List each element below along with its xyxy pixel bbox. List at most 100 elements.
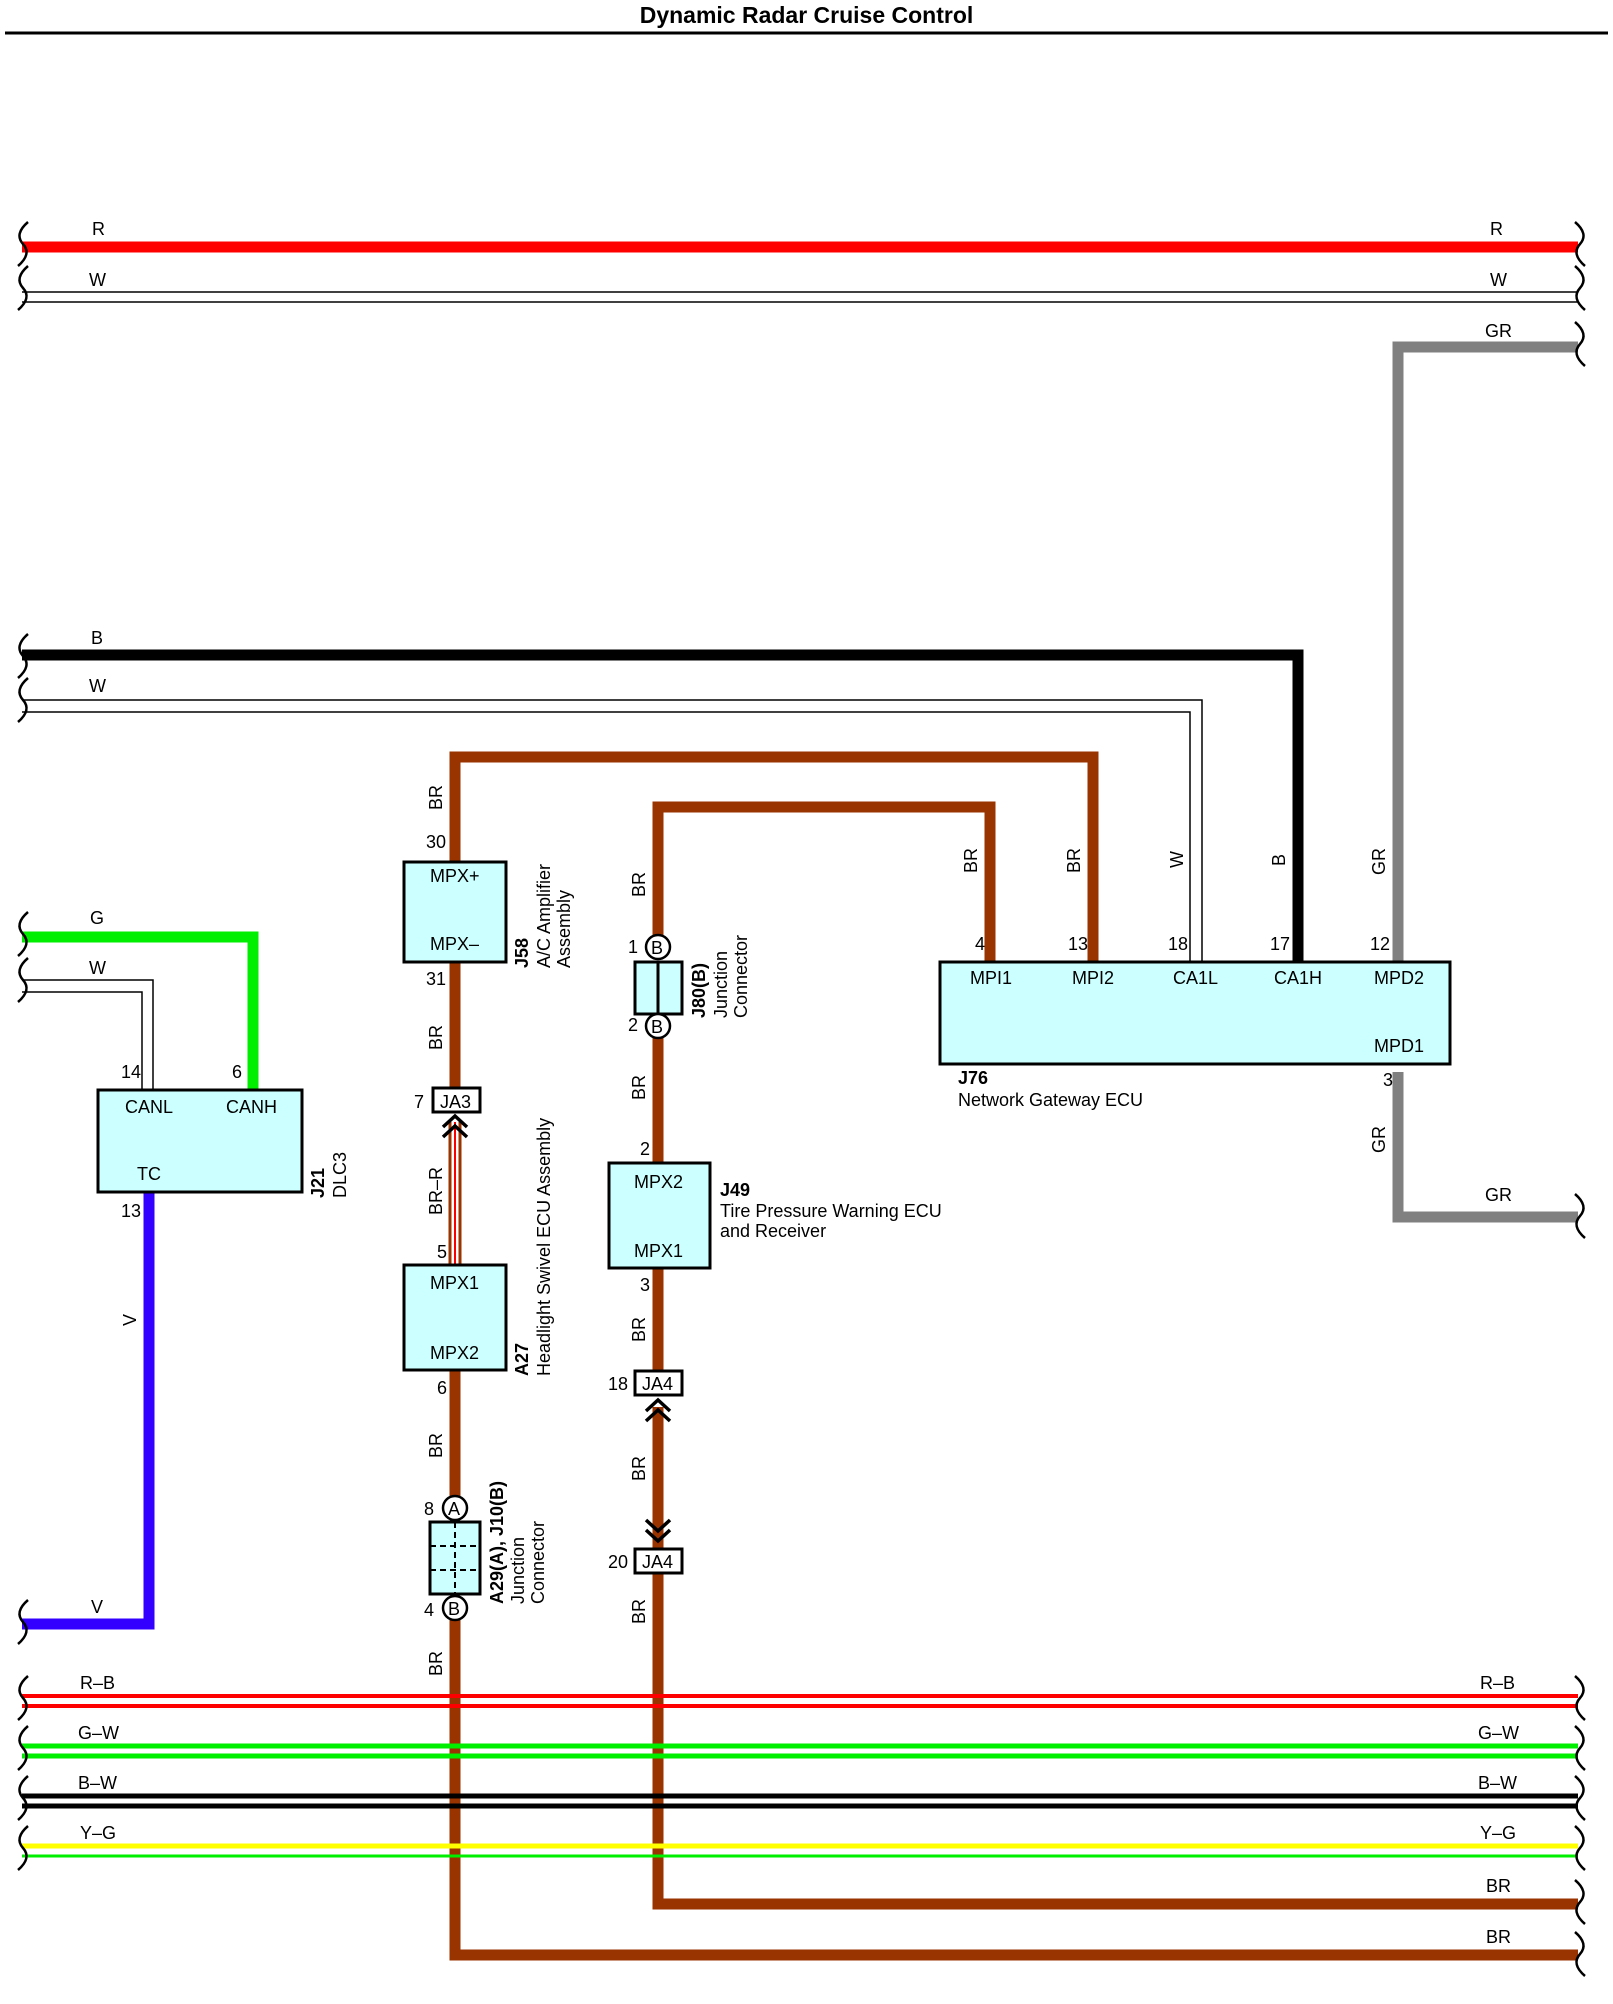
wire-label: B bbox=[1269, 854, 1289, 866]
wire-label: BR bbox=[629, 1456, 649, 1481]
pin-number: 3 bbox=[1383, 1070, 1393, 1090]
j21-box bbox=[96, 1088, 304, 1194]
component-name: Junction bbox=[508, 1537, 528, 1604]
wire-label: BR bbox=[1064, 848, 1084, 873]
terminal-label: MPD1 bbox=[1374, 1036, 1424, 1056]
wire-label: GR bbox=[1485, 321, 1512, 341]
junction-marks bbox=[441, 933, 672, 1622]
pin-number: 18 bbox=[1168, 934, 1188, 954]
junction-mark-label: A bbox=[448, 1499, 460, 1519]
pin-number: 12 bbox=[1370, 934, 1390, 954]
component-name: Headlight Swivel ECU Assembly bbox=[534, 1118, 554, 1376]
pin-number: 6 bbox=[437, 1378, 447, 1398]
chevrons bbox=[441, 1113, 672, 1544]
ja4-chevron-up-2 bbox=[644, 1407, 672, 1423]
component-code: J76 bbox=[958, 1068, 988, 1088]
labels: R R W W GR B W BR BR BR BR W B GR GR BR … bbox=[78, 219, 1519, 1947]
pin-number: 1 bbox=[628, 937, 638, 957]
break-mark bbox=[1574, 1675, 1586, 1721]
wire-label: Y–G bbox=[80, 1823, 116, 1843]
connector-label: JA4 bbox=[642, 1374, 673, 1394]
j80-mark-bottom bbox=[644, 1012, 672, 1040]
wire-label: G–W bbox=[1478, 1723, 1519, 1743]
j49-box bbox=[607, 1161, 712, 1270]
ja3-chevron-2 bbox=[441, 1123, 469, 1139]
wire-label: BR bbox=[426, 1025, 446, 1050]
terminal-label: MPI1 bbox=[970, 968, 1012, 988]
break-mark bbox=[17, 1675, 29, 1721]
connector-label: JA3 bbox=[440, 1092, 471, 1112]
wire-label: G–W bbox=[78, 1723, 119, 1743]
wire-label: BR bbox=[961, 848, 981, 873]
terminal-label: MPX2 bbox=[634, 1172, 683, 1192]
junction-mark-label: B bbox=[651, 1017, 663, 1037]
wire-gr-upper bbox=[1392, 341, 1578, 962]
pin-number: 4 bbox=[424, 1600, 434, 1620]
wire-label: R–B bbox=[80, 1673, 115, 1693]
wire-label: BR bbox=[426, 1651, 446, 1676]
break-mark bbox=[1574, 1193, 1586, 1239]
wire-label: V bbox=[91, 1597, 103, 1617]
break-mark bbox=[17, 957, 29, 1003]
component-name: and Receiver bbox=[720, 1221, 826, 1241]
wire-label: GR bbox=[1485, 1185, 1512, 1205]
pin-number: 20 bbox=[608, 1552, 628, 1572]
pin-number: 8 bbox=[424, 1499, 434, 1519]
wire-label: BR bbox=[629, 872, 649, 897]
component-name: A/C Amplifier bbox=[534, 864, 554, 968]
wire-br-bus-lower bbox=[449, 1608, 1578, 1961]
pin-number: 30 bbox=[426, 832, 446, 852]
wire-label: W bbox=[1490, 270, 1507, 290]
terminal-label: MPX2 bbox=[430, 1343, 479, 1363]
component-code: A27 bbox=[512, 1343, 532, 1376]
wire-label: W bbox=[89, 958, 106, 978]
component-name: Junction bbox=[711, 951, 731, 1018]
terminal-label: CANH bbox=[226, 1097, 277, 1117]
break-mark bbox=[17, 1599, 29, 1645]
wire-w-ca1l-a bbox=[22, 699, 1203, 962]
a27-box bbox=[402, 1263, 508, 1372]
wire-label: V bbox=[120, 1314, 140, 1326]
terminal-label: MPX+ bbox=[430, 866, 480, 886]
terminal-label: MPX1 bbox=[634, 1241, 683, 1261]
break-mark bbox=[17, 221, 29, 267]
wire-label: B–W bbox=[78, 1773, 117, 1793]
break-mark bbox=[17, 677, 29, 723]
diagram-title: Dynamic Radar Cruise Control bbox=[639, 2, 974, 28]
break-mark bbox=[17, 265, 29, 311]
wire-label: BR bbox=[1486, 1927, 1511, 1947]
j76-box bbox=[938, 960, 1452, 1066]
pin-number: 18 bbox=[608, 1374, 628, 1394]
ja3-box bbox=[431, 1086, 482, 1114]
pin-number: 2 bbox=[640, 1139, 650, 1159]
break-mark bbox=[17, 911, 29, 957]
junction-mark-label: B bbox=[448, 1599, 460, 1619]
component-code: J21 bbox=[308, 1168, 328, 1198]
break-mark bbox=[1574, 221, 1586, 267]
wire-br-mpi2 bbox=[449, 751, 1099, 962]
wire-label: BR bbox=[629, 1599, 649, 1624]
wire-br-bus-upper bbox=[652, 1573, 1578, 1910]
break-mark bbox=[1574, 265, 1586, 311]
wire-w-canl-a bbox=[22, 979, 154, 1090]
j80-mark-top bbox=[644, 933, 672, 961]
ja4-chevron-down-2 bbox=[644, 1518, 672, 1534]
terminal-label: CA1H bbox=[1274, 968, 1322, 988]
wire-label: W bbox=[1167, 851, 1187, 868]
component-code: J58 bbox=[512, 938, 532, 968]
pin-number: 13 bbox=[1068, 934, 1088, 954]
wire-label: BR bbox=[1486, 1876, 1511, 1896]
pin-number: 6 bbox=[232, 1062, 242, 1082]
wire-label: GR bbox=[1369, 848, 1389, 875]
connector-label: JA4 bbox=[642, 1552, 673, 1572]
break-mark bbox=[17, 633, 29, 679]
wire-label: G bbox=[90, 908, 104, 928]
wire-label: BR–R bbox=[426, 1167, 446, 1215]
ja4-upper-box bbox=[633, 1369, 684, 1397]
wire-label: R–B bbox=[1480, 1673, 1515, 1693]
terminal-label: TC bbox=[137, 1164, 161, 1184]
wire-label: BR bbox=[629, 1317, 649, 1342]
wire-label: R bbox=[1490, 219, 1503, 239]
